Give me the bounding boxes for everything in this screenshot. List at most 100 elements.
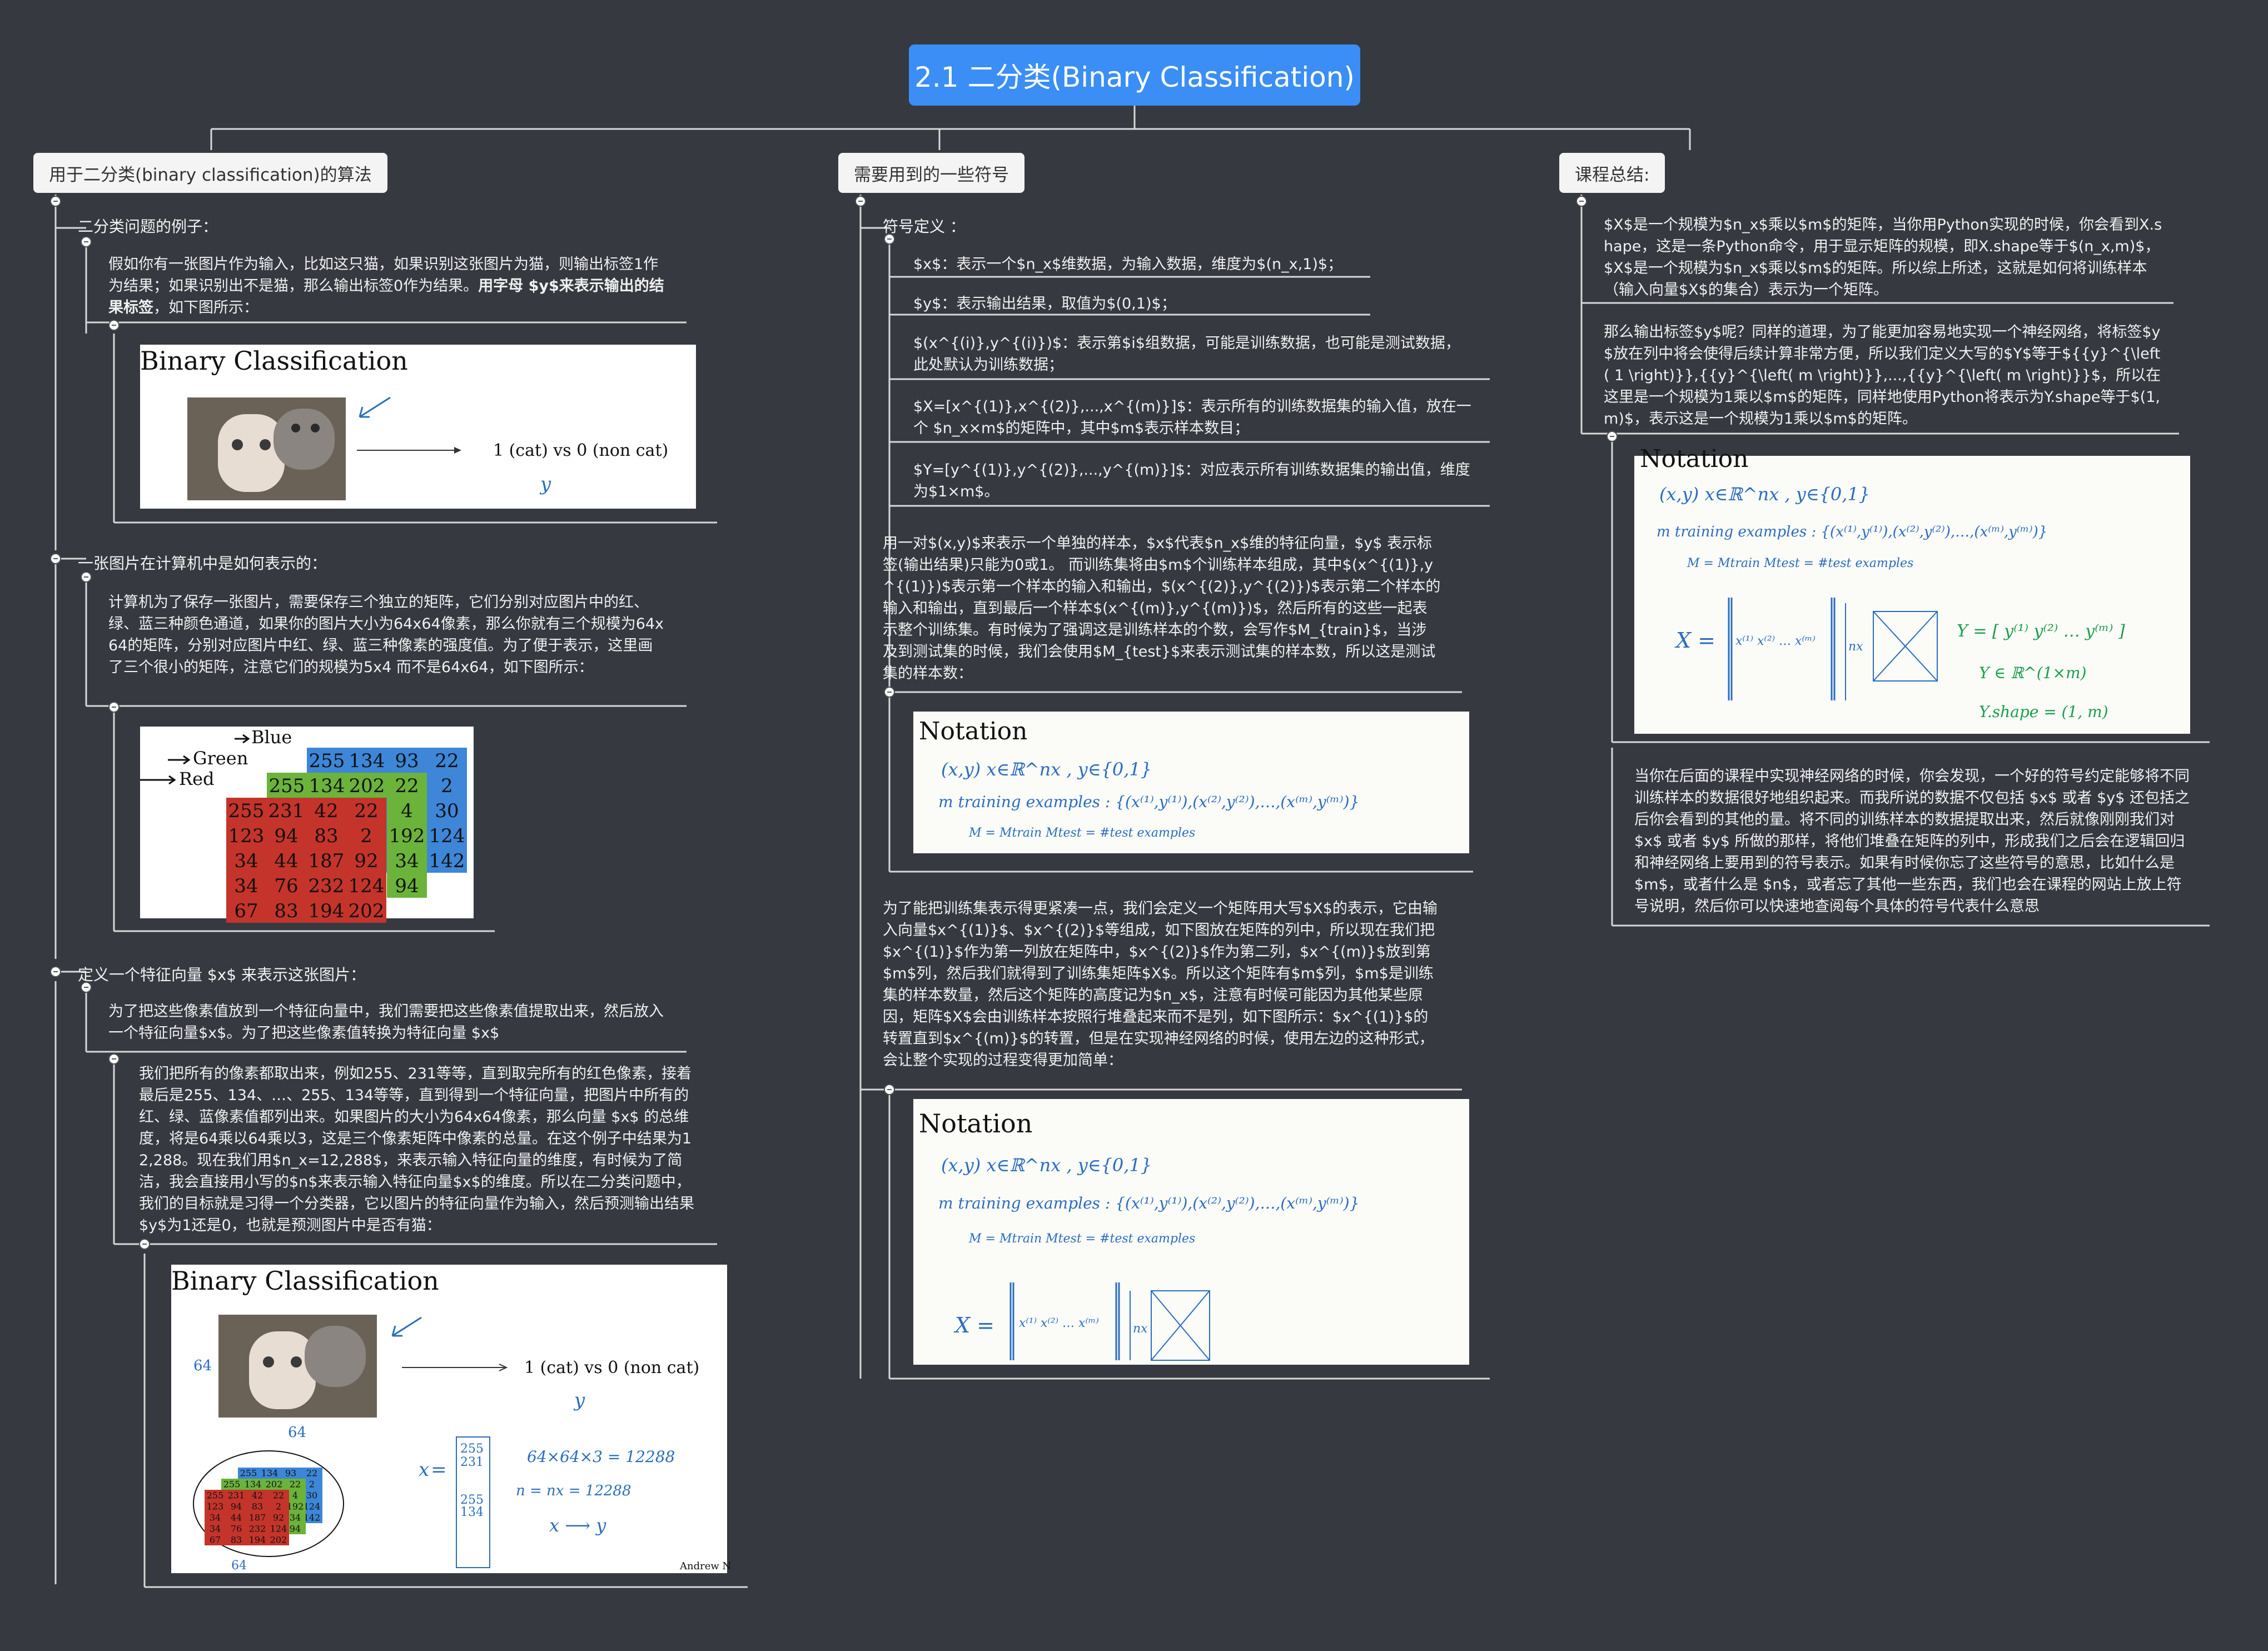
matrix-cell-value: 76 xyxy=(231,1524,242,1534)
matrix-cell xyxy=(387,773,427,798)
matrix-cell xyxy=(301,1501,322,1512)
def-heading: 符号定义 ： xyxy=(883,217,966,236)
collapse-button[interactable] xyxy=(855,196,866,207)
svg-text:M = Mtrain Mtest = #tes: M = Mtrain Mtest = #test examples xyxy=(1687,556,1913,570)
branch-notation[interactable]: 需要用到的一些符号 xyxy=(838,153,1024,193)
collapse-button[interactable] xyxy=(81,236,92,247)
matrix-cell xyxy=(347,773,387,798)
cat-label: 1 (cat) vs 0 (non cat) xyxy=(493,441,668,460)
matrix-cell xyxy=(268,1534,289,1545)
collapse-button[interactable] xyxy=(50,196,61,207)
matrix-cell xyxy=(226,1512,247,1523)
matrix-cell xyxy=(301,1468,322,1479)
svg-text:x⁽¹⁾ x⁽²⁾ … x⁽ᵐ⁾: x⁽¹⁾ x⁽²⁾ … x⁽ᵐ⁾ xyxy=(1019,1316,1099,1330)
matrix-cell xyxy=(247,1501,268,1512)
matrix-cell-value: 83 xyxy=(231,1535,242,1545)
matrix-cell-value: 232 xyxy=(309,875,345,897)
svg-text:X =: X = xyxy=(1674,628,1715,653)
collapse-button[interactable] xyxy=(50,966,61,977)
matrix-cell-value: 134 xyxy=(349,750,385,772)
matrix-cell xyxy=(226,898,266,923)
branch-algorithms[interactable]: 用于二分类(binary classification)的算法 xyxy=(33,153,387,193)
collapse-button[interactable] xyxy=(108,1053,120,1065)
matrix-cell-value: 22 xyxy=(395,775,419,797)
svg-text:1 (cat) vs 0 (non cat): 1 (cat) vs 0 (non cat) xyxy=(524,1358,699,1378)
collapse-button[interactable] xyxy=(139,1239,150,1250)
matrix-cell-value: 194 xyxy=(309,900,345,922)
feature-heading: 定义一个特征向量 $x$ 来表示这张图片： xyxy=(78,966,366,984)
matrix-cell xyxy=(306,898,346,923)
matrix-cell-value: 142 xyxy=(429,850,465,872)
matrix-cell xyxy=(226,1501,247,1512)
branch-summary[interactable]: 课程总结: xyxy=(1559,153,1665,193)
collapse-button[interactable] xyxy=(1606,431,1618,442)
channel-label-red: Red xyxy=(179,768,215,789)
matrix-cell xyxy=(247,1490,268,1501)
collapse-button[interactable] xyxy=(108,320,120,331)
matrix-cell xyxy=(226,1490,247,1501)
matrix-cell-value: 142 xyxy=(304,1513,321,1523)
matrix-cell-value: 202 xyxy=(266,1479,283,1490)
def-item: $y$：表示输出结果，取值为$(0,1)$； xyxy=(913,295,1176,312)
matrix-cell xyxy=(268,1523,289,1534)
matrix-cell-value: 76 xyxy=(274,875,298,897)
matrix-cell-value: 22 xyxy=(354,800,378,822)
root-topic[interactable]: 2.1 二分类(Binary Classification) xyxy=(909,44,1360,106)
matrix-cell-value: 30 xyxy=(435,800,459,822)
matrix-cell xyxy=(242,1479,263,1490)
y-shape: Y.shape = (1, m) xyxy=(1979,703,2108,721)
matrix-cell-value: 255 xyxy=(228,800,265,822)
matrix-cell xyxy=(226,1534,247,1545)
matrix-cell-value: 42 xyxy=(314,800,338,822)
collapse-button[interactable] xyxy=(108,702,120,713)
matrix-cell-value: 2 xyxy=(360,825,372,847)
matrix-cell-value: 134 xyxy=(245,1479,262,1490)
matrix-cell xyxy=(306,823,346,848)
svg-text:m training examples : {(x⁽¹⁾,y: m training examples : {(x⁽¹⁾,y⁽¹⁾),(x⁽²⁾… xyxy=(938,1194,1359,1212)
matrix-cell xyxy=(266,898,306,923)
calc-size: 64×64×3 = 12288 xyxy=(527,1448,675,1466)
binary-classification-figure: Binary Classification 1 (cat) vs 0 (non … xyxy=(140,345,696,509)
sample-text: 用一对$(x,y)$来表示一个单独的样本，$x$代表$n_x$维的特征向量，$y… xyxy=(883,535,1441,682)
matrix-cell-value: 134 xyxy=(309,775,345,797)
y-dim: Y ∈ ℝ^(1×m) xyxy=(1979,664,2086,682)
matrix-cell-value: 34 xyxy=(234,850,258,872)
matrix-cell-value: 93 xyxy=(395,750,419,772)
matrix-cell-value: 30 xyxy=(306,1490,317,1501)
matrix-cell-value: 34 xyxy=(234,875,258,897)
matrix-cell xyxy=(267,773,307,798)
collapse-button[interactable] xyxy=(884,687,895,698)
matrix-cell-value: 22 xyxy=(273,1490,284,1501)
collapse-button[interactable] xyxy=(884,233,895,245)
matrix-cell-value: 232 xyxy=(249,1524,266,1534)
collapse-button[interactable] xyxy=(50,553,61,564)
matrix-cell-value: 231 xyxy=(268,800,305,822)
repr-text: 计算机为了保存一张图片，需要保存三个独立的矩阵，它们分别对应图片中的红、绿、蓝三… xyxy=(108,594,664,676)
collapse-button[interactable] xyxy=(81,982,92,993)
matrix-cell xyxy=(346,898,386,923)
matrix-cell-value: 255 xyxy=(240,1468,257,1479)
matrix-cell-value: 22 xyxy=(290,1479,301,1490)
matrix-cell-value: 124 xyxy=(429,825,465,847)
matrix-cell-value: 22 xyxy=(435,750,459,772)
matrix-cell xyxy=(306,798,346,823)
matrix-cell-value: 34 xyxy=(290,1513,301,1523)
collapse-button[interactable] xyxy=(81,571,92,583)
svg-text:231: 231 xyxy=(460,1455,484,1469)
matrix-cell xyxy=(238,1468,259,1479)
matrix-cell xyxy=(301,1479,322,1490)
matrix-cell-value: 194 xyxy=(249,1535,266,1545)
matrix-cell-value: 187 xyxy=(249,1513,266,1523)
collapse-button[interactable] xyxy=(1576,196,1587,207)
matrix-cell-value: 94 xyxy=(290,1524,301,1534)
matrix-cell xyxy=(387,848,427,873)
matrix-cell xyxy=(226,823,266,848)
binary-classification-vector-figure: Binary Classification 64 64 1 (cat) vs 0… xyxy=(171,1265,731,1573)
matrix-cell xyxy=(307,773,347,798)
def-item: $Y=[y^{(1)},y^{(2)},...,y^{(m)}]$：对应表示所有… xyxy=(913,461,1470,500)
matrix-cell xyxy=(226,798,266,823)
summary-text-1: $X$是一个规模为$n_x$乘以$m$的矩阵，当你用Python实现的时候，你会… xyxy=(1604,216,2162,299)
collapse-button[interactable] xyxy=(884,1084,895,1095)
matrix-cell-value: 42 xyxy=(252,1490,263,1501)
